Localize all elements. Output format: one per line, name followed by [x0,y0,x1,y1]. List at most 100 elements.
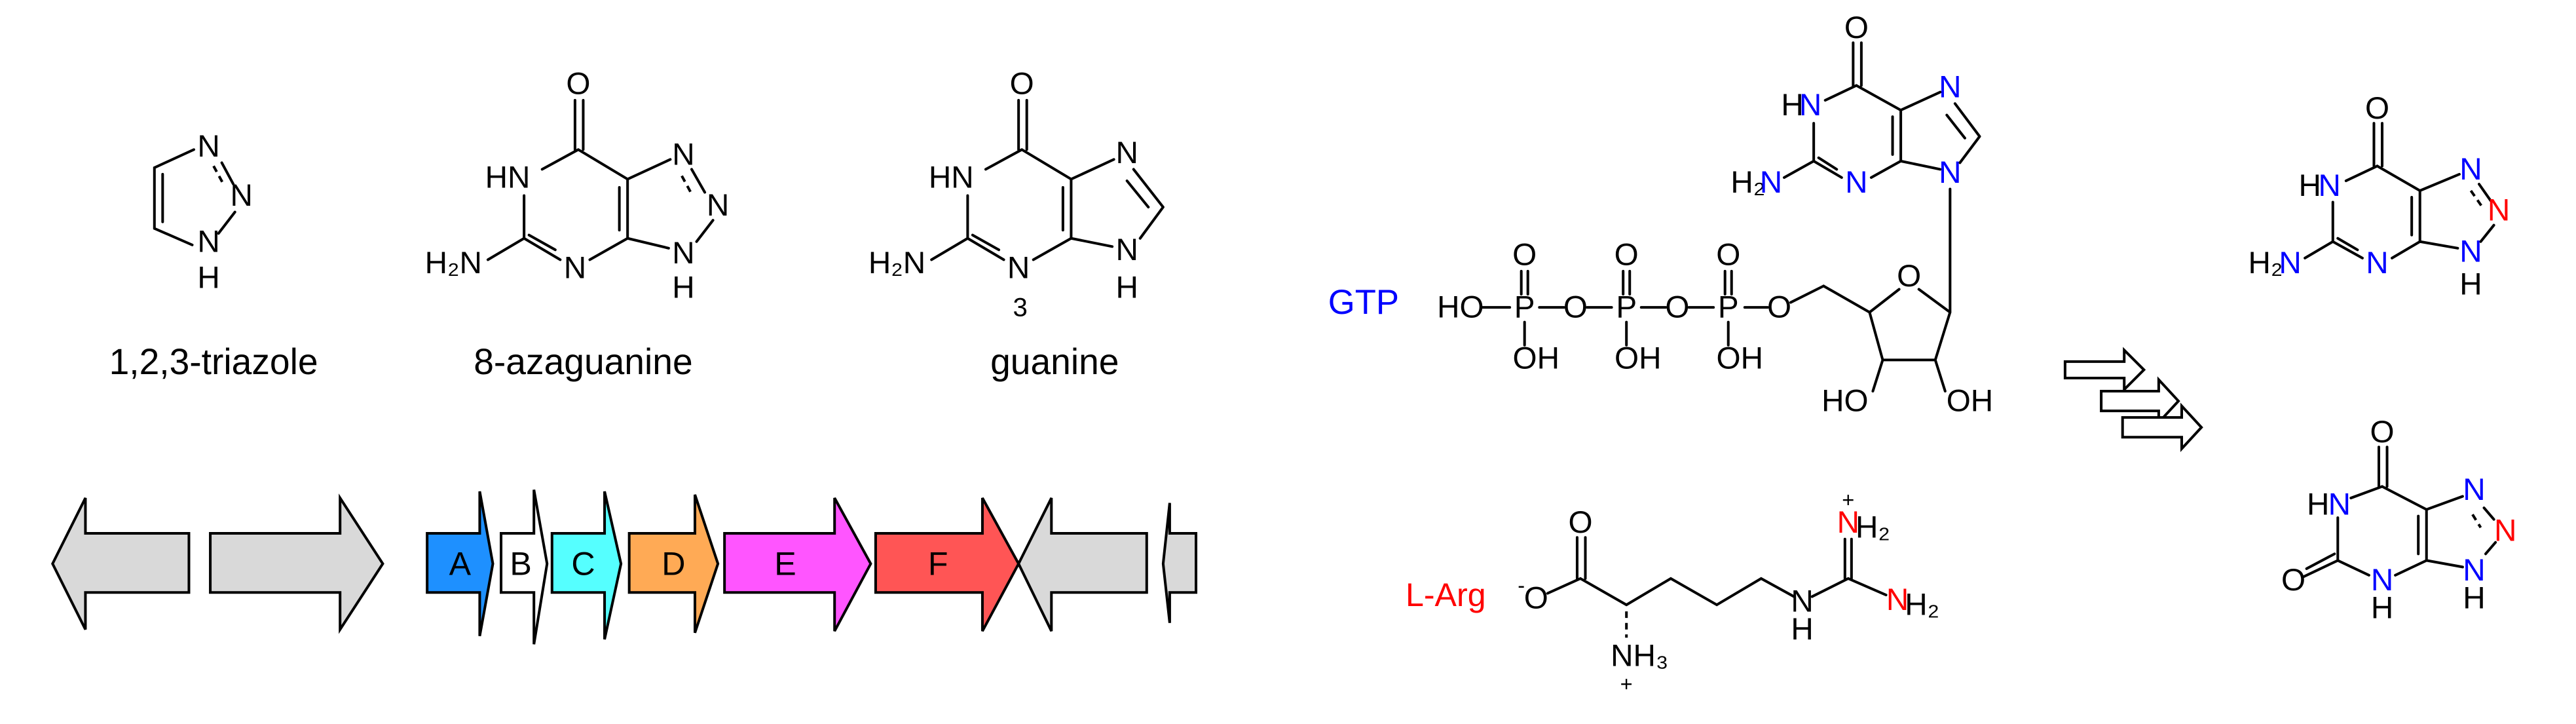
gene-arrow-f [874,497,1020,632]
atom-n-eta2: N [1886,582,1909,617]
gtp-label: GTP [1328,283,1399,322]
atom-o6: O [1844,10,1869,45]
atom-o-minus: O [1524,581,1548,616]
atom-n3: N [2366,246,2388,280]
atom-o-gamma: O [1716,237,1740,272]
atom-n9: N [1115,233,1138,267]
atom-p-beta: P [1616,290,1637,325]
atom-n8: N [2488,193,2510,228]
atom-n7: N [1939,69,1961,104]
atom-p-gamma: P [1514,290,1535,325]
atom-n3: N [197,224,219,259]
atom-o-gamma2: O [1512,237,1537,272]
atom-n1: N [2328,487,2351,522]
atom-h: H [672,270,694,305]
atom-o-beta: O [1615,237,1639,272]
gene-label-e: E [774,545,796,582]
atom-h9: H [2459,267,2482,301]
gene-cluster: A B C D E F [51,489,1198,645]
gene-arrow-a [426,491,495,637]
azaguanine-structure: O HN H₂N N N N N H 8-azaguanine [425,66,730,381]
atom-n3: N [2371,563,2393,598]
reaction-arrows [2063,347,2203,452]
atom-n2: N [2279,246,2301,280]
atom-n8: N [707,188,729,223]
gene-arrow-e [723,497,872,632]
atom-h2n: H₂N [868,246,925,280]
hollow-arrow-icon [2063,347,2146,393]
atom-n1: N [1799,88,1821,123]
atom-p-alpha: P [1718,290,1739,325]
atom-n-delta: N [1791,584,1813,619]
gene-label-a: A [449,545,472,582]
atom-n9: N [2459,234,2482,269]
gene-label-f: F [928,545,948,582]
gene-label-b: B [510,545,531,582]
charge-plus: + [1620,672,1633,696]
atom-ho3: HO [1821,384,1868,419]
product-azaguanine-structure: O H N N N N H N H₂ N [2248,91,2510,301]
gene-label-d: D [662,545,685,582]
azaguanine-label: 8-azaguanine [474,341,692,382]
atom-n9: N [2463,553,2485,588]
atom-n1: N [2319,168,2341,203]
gene-arrow-8 [1161,503,1198,623]
atom-hn: HN [929,160,974,195]
atom-oh-a: OH [1717,341,1763,375]
gene-arrow-1 [51,497,191,630]
atom-o: O [1568,505,1592,540]
atom-h2: H₂ [2248,246,2283,280]
atom-o: O [1010,66,1034,101]
atom-h9: H [2463,581,2485,616]
gene-label-c: C [571,545,595,582]
charge-plus: + [1842,487,1854,512]
triazole-structure: N N N H 1,2,3-triazole [109,129,318,382]
atom-oh2: OH [1947,384,1993,419]
atom-o-bridge2: O [1563,290,1588,325]
atom-n3: N [564,250,586,285]
atom-h1: H [1781,88,1803,123]
atom-n7: N [2463,472,2485,507]
gene-arrow-7 [1017,497,1148,632]
atom-n8: N [2494,514,2516,548]
atom-n-eta1: N [1837,505,1859,540]
l-arg-structure: L-Arg O - O NH₃ + N H N H₂ + N H₂ [1406,487,1939,696]
atom-oh-c: OH [1513,341,1559,375]
gtp-structure: GTP O H N N N N H₂ N O HO OH O O P O OH … [1328,10,1993,418]
position-3-label: 3 [1013,293,1027,322]
l-arg-label: L-Arg [1406,577,1486,613]
gene-arrow-b [500,489,549,645]
atom-n7: N [672,137,694,172]
atom-o-ribose: O [1897,259,1921,294]
atom-h: H [1791,612,1813,647]
hollow-arrow-icon [2121,402,2203,452]
hollow-arrow-icon [2100,376,2180,426]
guanine-label: guanine [990,341,1119,382]
atom-n7: N [1115,136,1138,170]
atom-h3: H [2371,591,2393,626]
guanine-structure: O HN H₂N N N N H 3 guanine [868,66,1165,382]
gene-arrow-d [627,494,720,634]
atom-o: O [566,66,590,101]
atom-h: H [197,260,219,295]
atom-n3: N [1007,250,1030,285]
gene-arrow-2 [209,493,384,634]
product-azaxanthine-structure: O H N O N H N N N H [2281,415,2516,625]
atom-n2: N [231,178,253,213]
atom-n9: N [672,236,694,271]
atom-ho-term: HO [1437,290,1484,325]
atom-h1: H [2298,168,2321,203]
atom-n9: N [1939,155,1961,190]
atom-n1: N [197,129,219,164]
triazole-label: 1,2,3-triazole [109,341,318,382]
gene-arrow-c [550,491,623,640]
atom-o5: O [1767,290,1791,325]
atom-n3: N [1845,165,1867,200]
atom-h2n: H₂N [425,246,482,280]
atom-o: O [2365,91,2389,126]
atom-o2: O [2281,563,2305,598]
atom-h2-eta1: H₂ [1856,510,1890,545]
atom-n7: N [2459,152,2482,187]
atom-o-bridge: O [1665,290,1689,325]
